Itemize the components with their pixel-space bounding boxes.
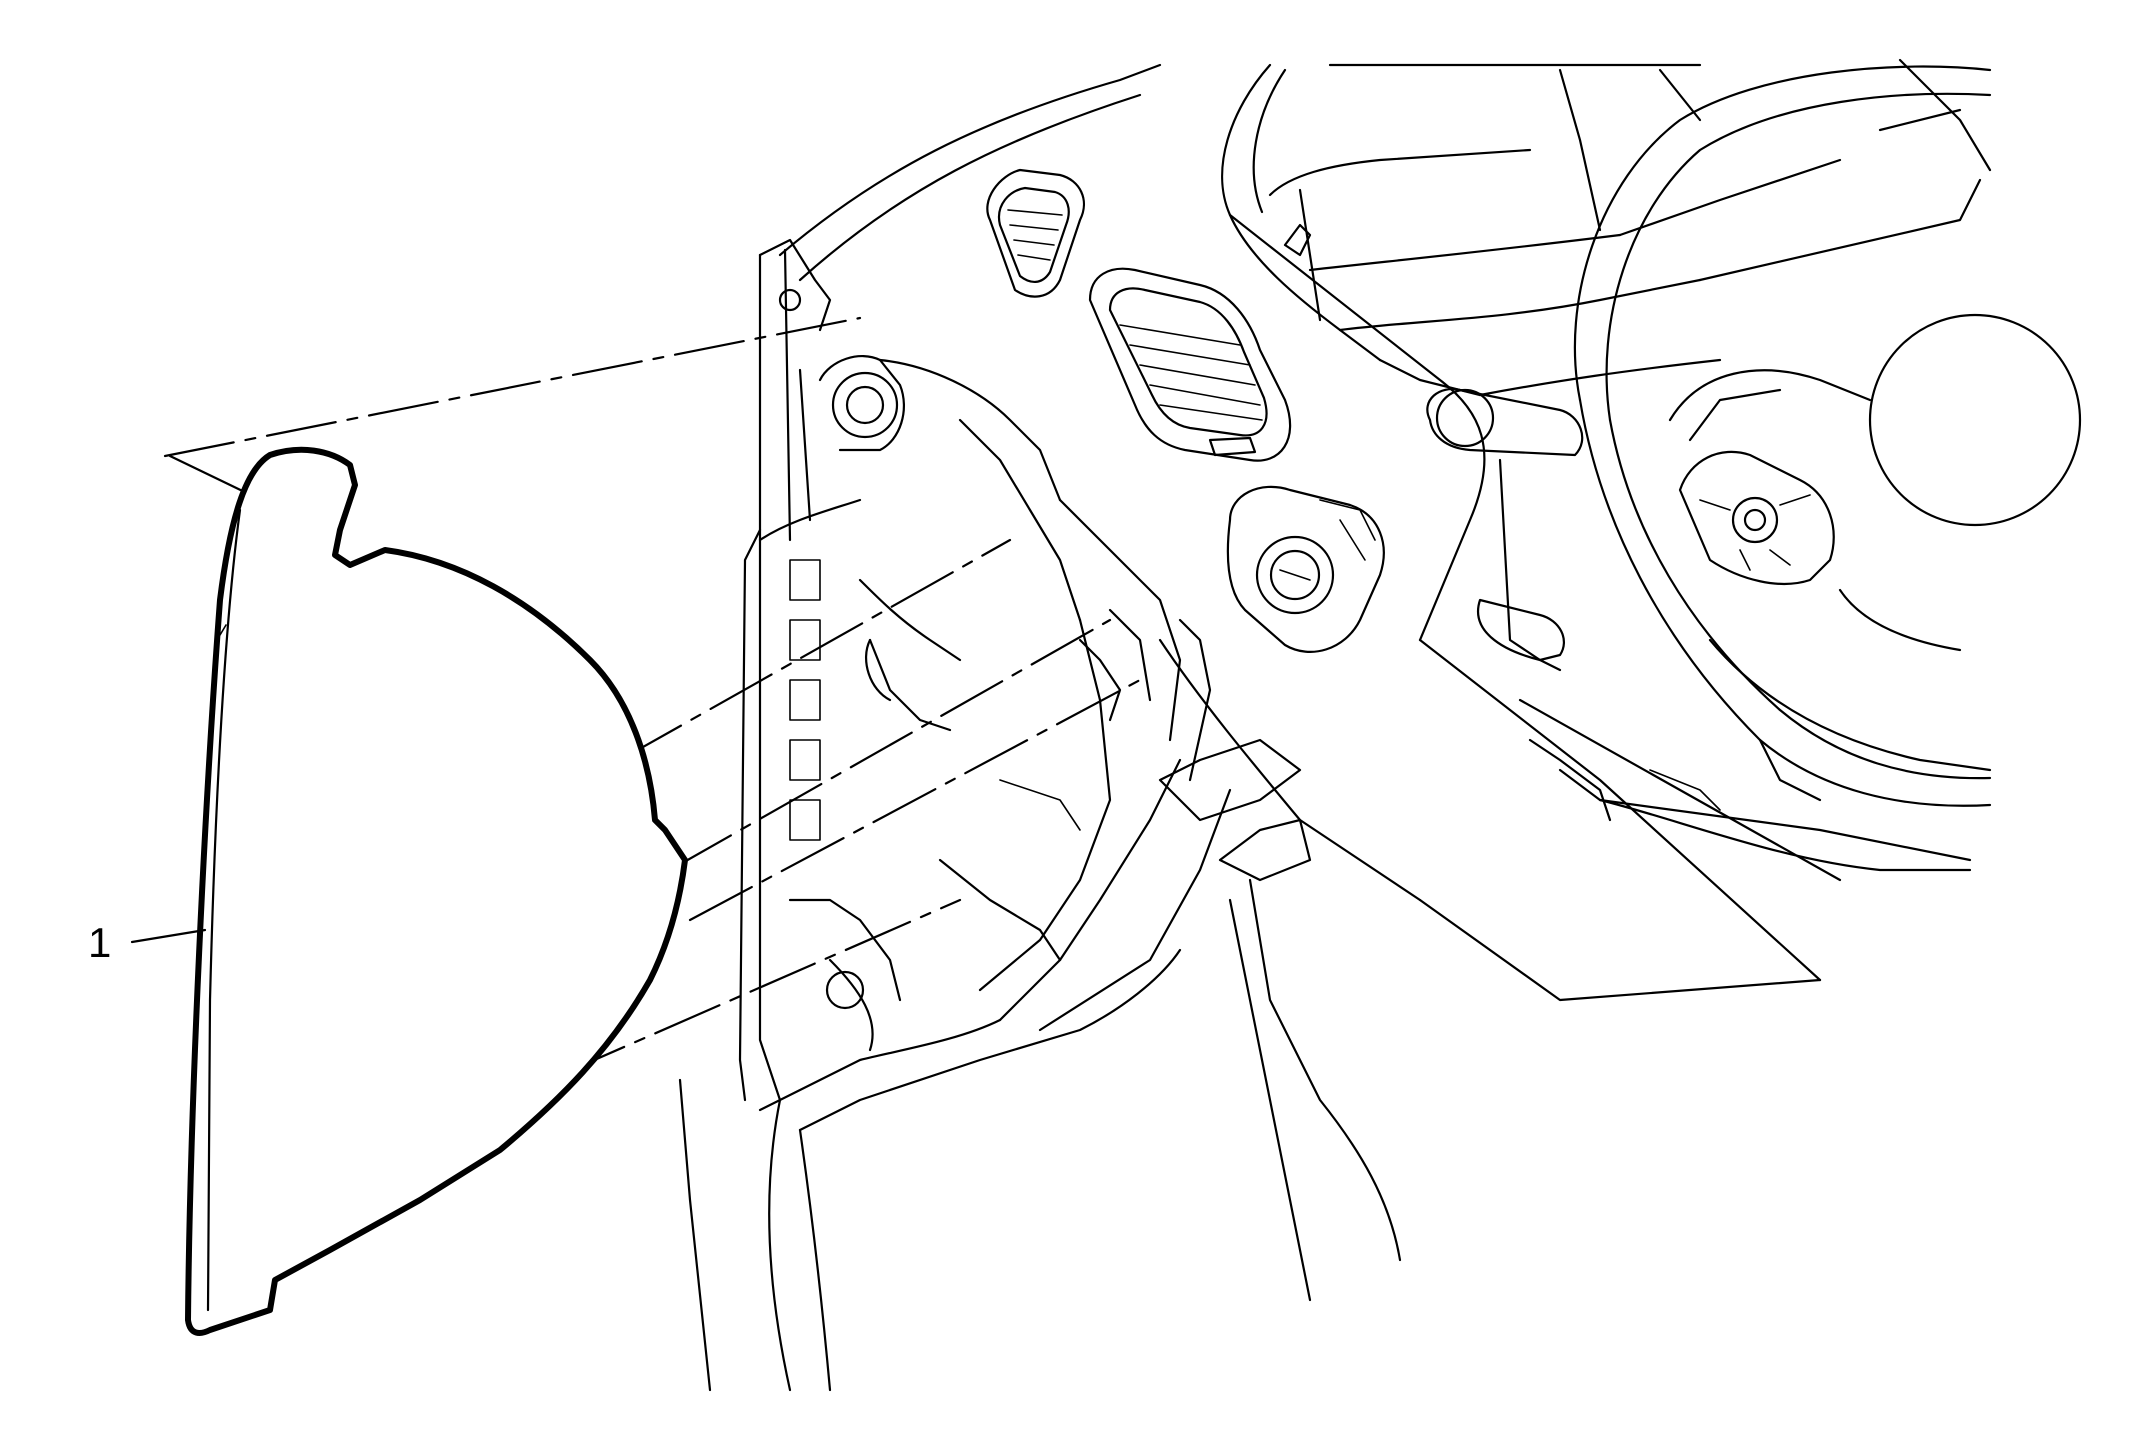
headlamp-switch bbox=[1226, 485, 1385, 653]
side-panel-frame bbox=[678, 238, 1232, 1392]
instrument-panel bbox=[778, 58, 1992, 1302]
explosion-lines bbox=[163, 316, 1142, 1077]
callout-1: 1 bbox=[88, 919, 207, 966]
steering-wheel bbox=[1426, 65, 2082, 822]
callout-number: 1 bbox=[88, 919, 111, 966]
air-vent-center bbox=[1088, 267, 1292, 462]
trim-panel-part-1 bbox=[185, 446, 688, 1336]
callout-leader-line bbox=[130, 928, 207, 944]
air-vent-upper bbox=[986, 168, 1085, 298]
glove-box-opening bbox=[788, 358, 1312, 1052]
